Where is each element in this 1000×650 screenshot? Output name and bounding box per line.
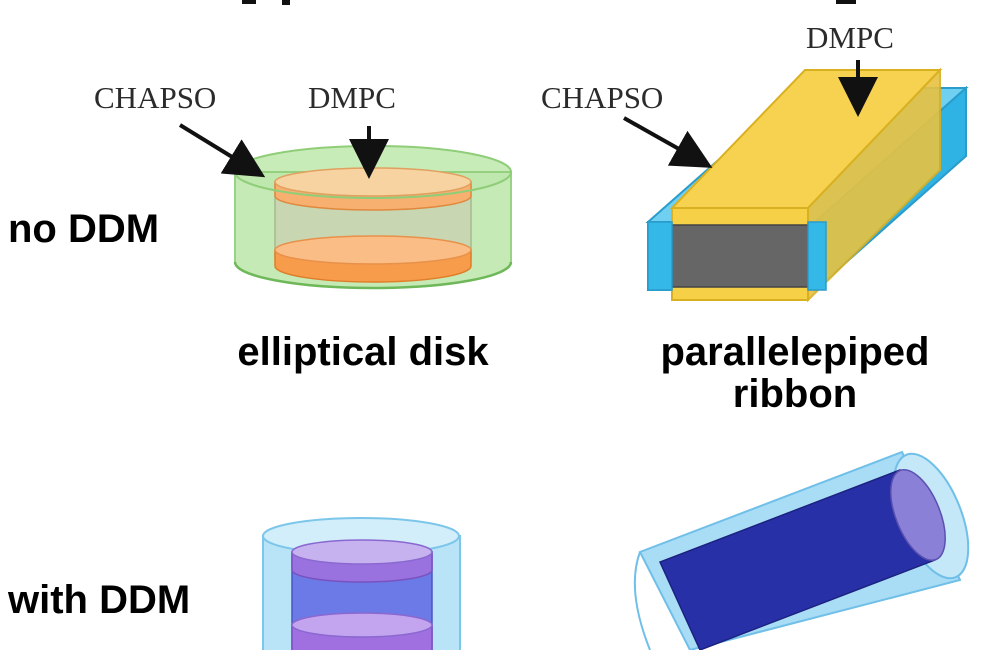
chapso-disk-arrow [178, 123, 266, 178]
elliptical-disk-shape [233, 145, 513, 290]
ddm-disk-shape [262, 517, 461, 650]
ribbon-label-line1: parallelepiped [660, 330, 930, 374]
parallelepiped-ribbon-label: parallelepiped ribbon [600, 331, 990, 415]
cropped-heading-remnant [242, 0, 856, 5]
chapso-ribbon-arrow [623, 116, 713, 168]
ddm-cylinder-shape [633, 450, 970, 650]
dmpc-ribbon-callout: DMPC [806, 20, 894, 55]
parallelepiped-ribbon-shape [645, 67, 969, 303]
ribbon-label-line2: ribbon [732, 372, 858, 416]
chapso-disk-callout: CHAPSO [94, 80, 217, 115]
dmpc-disk-callout: DMPC [308, 80, 396, 115]
elliptical-disk-label: elliptical disk [237, 330, 489, 374]
chapso-ribbon-callout: CHAPSO [541, 80, 664, 115]
with-ddm-row-label: with DDM [8, 578, 191, 622]
no-ddm-row-label: no DDM [8, 207, 160, 251]
